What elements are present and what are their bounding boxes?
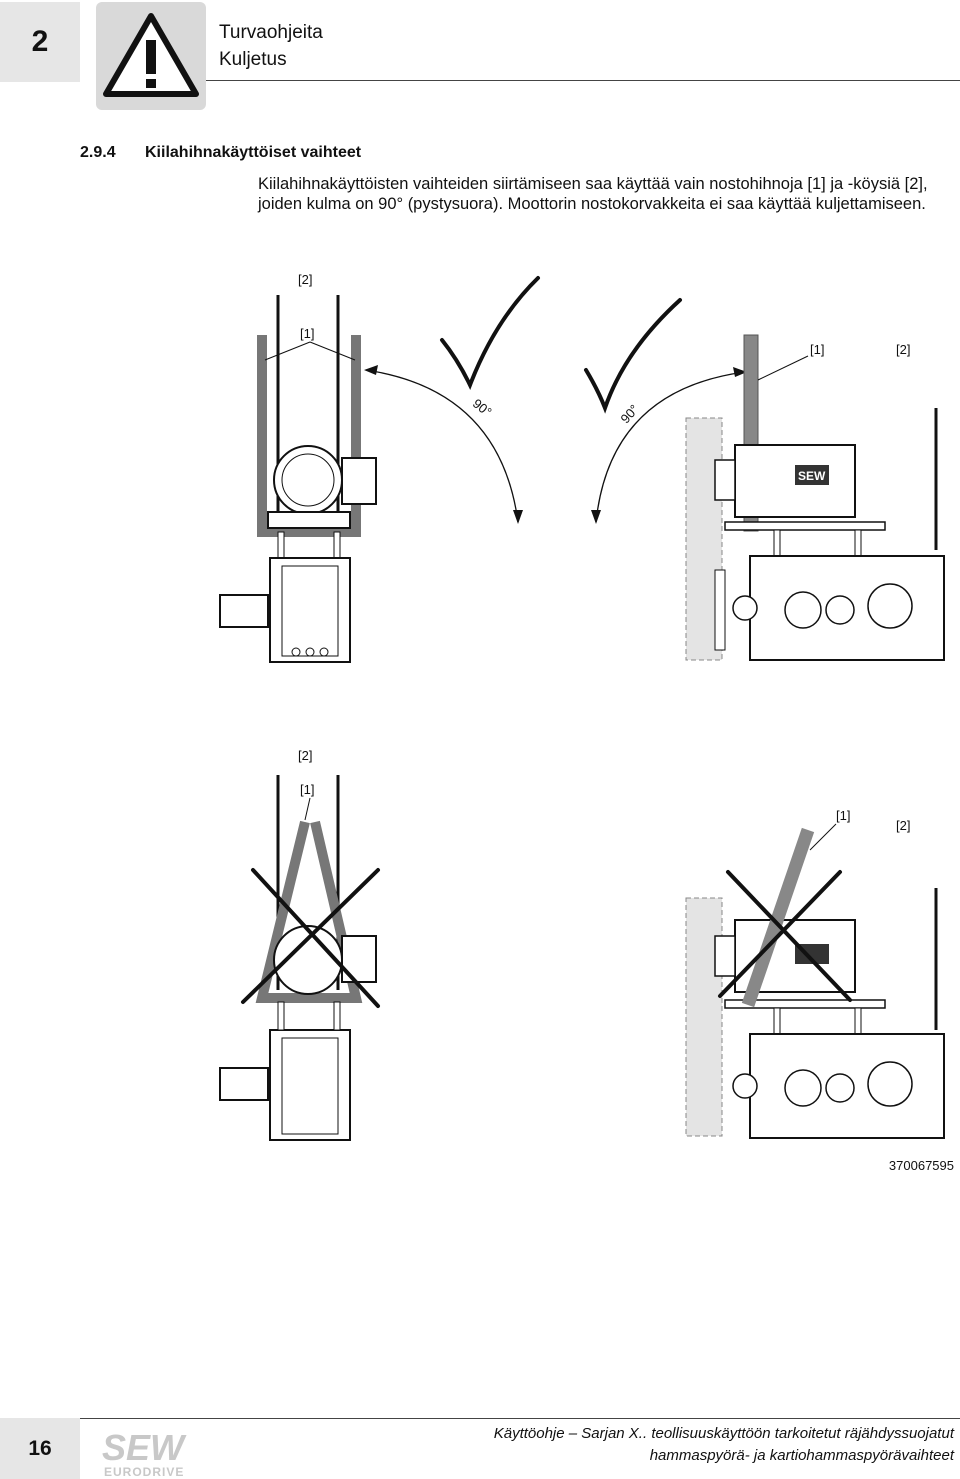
label-rope-right: [2] — [896, 342, 910, 357]
figure-id: 370067595 — [888, 1158, 954, 1173]
page-subtitle: Kuljetus — [219, 49, 287, 70]
label-strap: [1] — [300, 326, 314, 341]
incorrect-front-view: [2] [1] — [219, 748, 380, 1141]
chapter-number-box: 2 — [0, 2, 80, 82]
warning-icon — [103, 13, 199, 97]
sew-eurodrive-logo: SEW EURODRIVE — [102, 1427, 187, 1478]
label-angle-left: 90° — [470, 396, 495, 420]
logo-bottom: EURODRIVE — [104, 1465, 184, 1478]
cross-icon-right — [718, 870, 852, 1002]
label-strap-right: [1] — [810, 342, 824, 357]
label-rope: [2] — [298, 272, 312, 287]
label-angle-right: 90° — [617, 402, 641, 427]
motor-brand-label: SEW — [798, 469, 826, 483]
page-title: Turvaohjeita — [219, 22, 323, 43]
chapter-number: 2 — [31, 25, 49, 58]
check-icon-right — [584, 298, 682, 414]
label-strap-br: [1] — [836, 808, 850, 823]
cross-icon-left — [241, 868, 380, 1008]
section-number: 2.9.4 — [80, 144, 116, 161]
lifting-diagram: [2] [1] 90° 90° SEW [1] — [219, 272, 945, 1141]
logo-top: SEW — [102, 1427, 187, 1468]
label-strap-bl: [1] — [300, 782, 314, 797]
footer-line-1: Käyttöohje – Sarjan X.. teollisuuskäyttö… — [493, 1425, 954, 1442]
page-number-box: 16 — [0, 1418, 80, 1479]
check-icon-left — [440, 276, 540, 391]
footer-divider — [80, 1418, 960, 1419]
incorrect-side-view: [1] [2] — [685, 808, 945, 1139]
header-divider — [206, 80, 960, 81]
section-body: Kiilahihnakäyttöisten vaihteiden siirtäm… — [258, 175, 928, 213]
label-rope-br: [2] — [896, 818, 910, 833]
label-rope-bl: [2] — [298, 748, 312, 763]
warning-icon-box — [96, 2, 206, 110]
footer-line-2: hammaspyörä- ja kartiohammaspyörävaihtee… — [649, 1447, 954, 1464]
page-number: 16 — [28, 1436, 52, 1460]
correct-front-view: [2] [1] — [219, 272, 377, 663]
correct-side-view: SEW [1] [2] — [685, 334, 945, 661]
section-title: Kiilahihnakäyttöiset vaihteet — [145, 144, 362, 161]
